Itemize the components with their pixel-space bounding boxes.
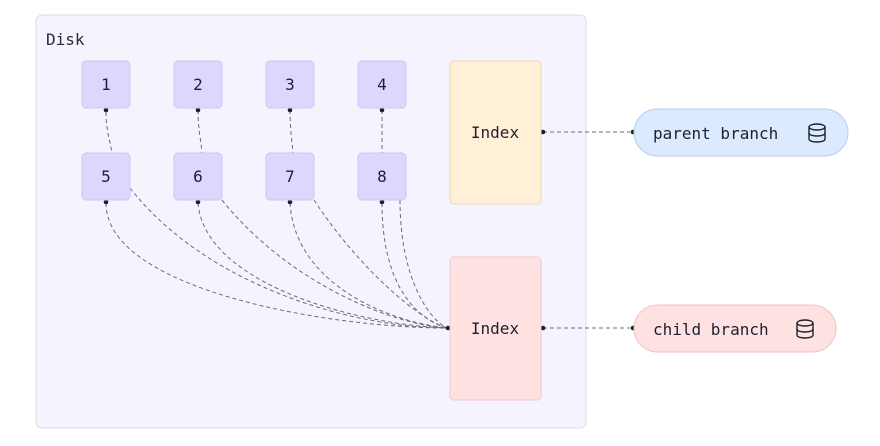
connector-5b-child-index [129, 187, 448, 329]
block-2-label: 2 [193, 75, 203, 94]
disk-title: Disk [46, 30, 85, 49]
child-branch: child branch [633, 304, 837, 353]
connector-6-child-index [197, 202, 448, 329]
connector-2-6 [197, 109, 203, 154]
block-8: 8 [357, 152, 407, 201]
block-4-label: 4 [377, 75, 387, 94]
block-7-label: 7 [285, 167, 295, 186]
connector-8-child-index [381, 202, 448, 329]
block-5: 5 [81, 152, 131, 201]
block-4: 4 [357, 60, 407, 109]
child-index-label: Index [471, 319, 520, 338]
block-2: 2 [173, 60, 223, 109]
parent-index: Index [449, 60, 542, 205]
connector-3-7 [289, 109, 294, 154]
block-6-label: 6 [193, 167, 203, 186]
connector-1-5 [105, 111, 113, 154]
connectors [105, 109, 630, 329]
connector-5-child-index [105, 202, 448, 329]
block-1-label: 1 [101, 75, 111, 94]
database-icon [796, 319, 814, 339]
block-1: 1 [81, 60, 131, 109]
child-index: Index [449, 256, 542, 401]
child-branch-label: child branch [653, 320, 769, 339]
block-6: 6 [173, 152, 223, 201]
connector-7-child-index [289, 202, 448, 329]
connector-dots [103, 107, 636, 331]
disk-container [35, 14, 587, 429]
block-7: 7 [265, 152, 315, 201]
block-3-label: 3 [285, 75, 295, 94]
block-8-label: 8 [377, 167, 387, 186]
database-icon [808, 123, 826, 143]
connector-7b-child-index [313, 199, 448, 329]
block-3: 3 [265, 60, 315, 109]
connector-8b-child-index [399, 199, 448, 329]
block-5-label: 5 [101, 167, 111, 186]
parent-branch-label: parent branch [653, 124, 778, 143]
parent-branch: parent branch [633, 108, 849, 157]
parent-index-label: Index [471, 123, 520, 142]
